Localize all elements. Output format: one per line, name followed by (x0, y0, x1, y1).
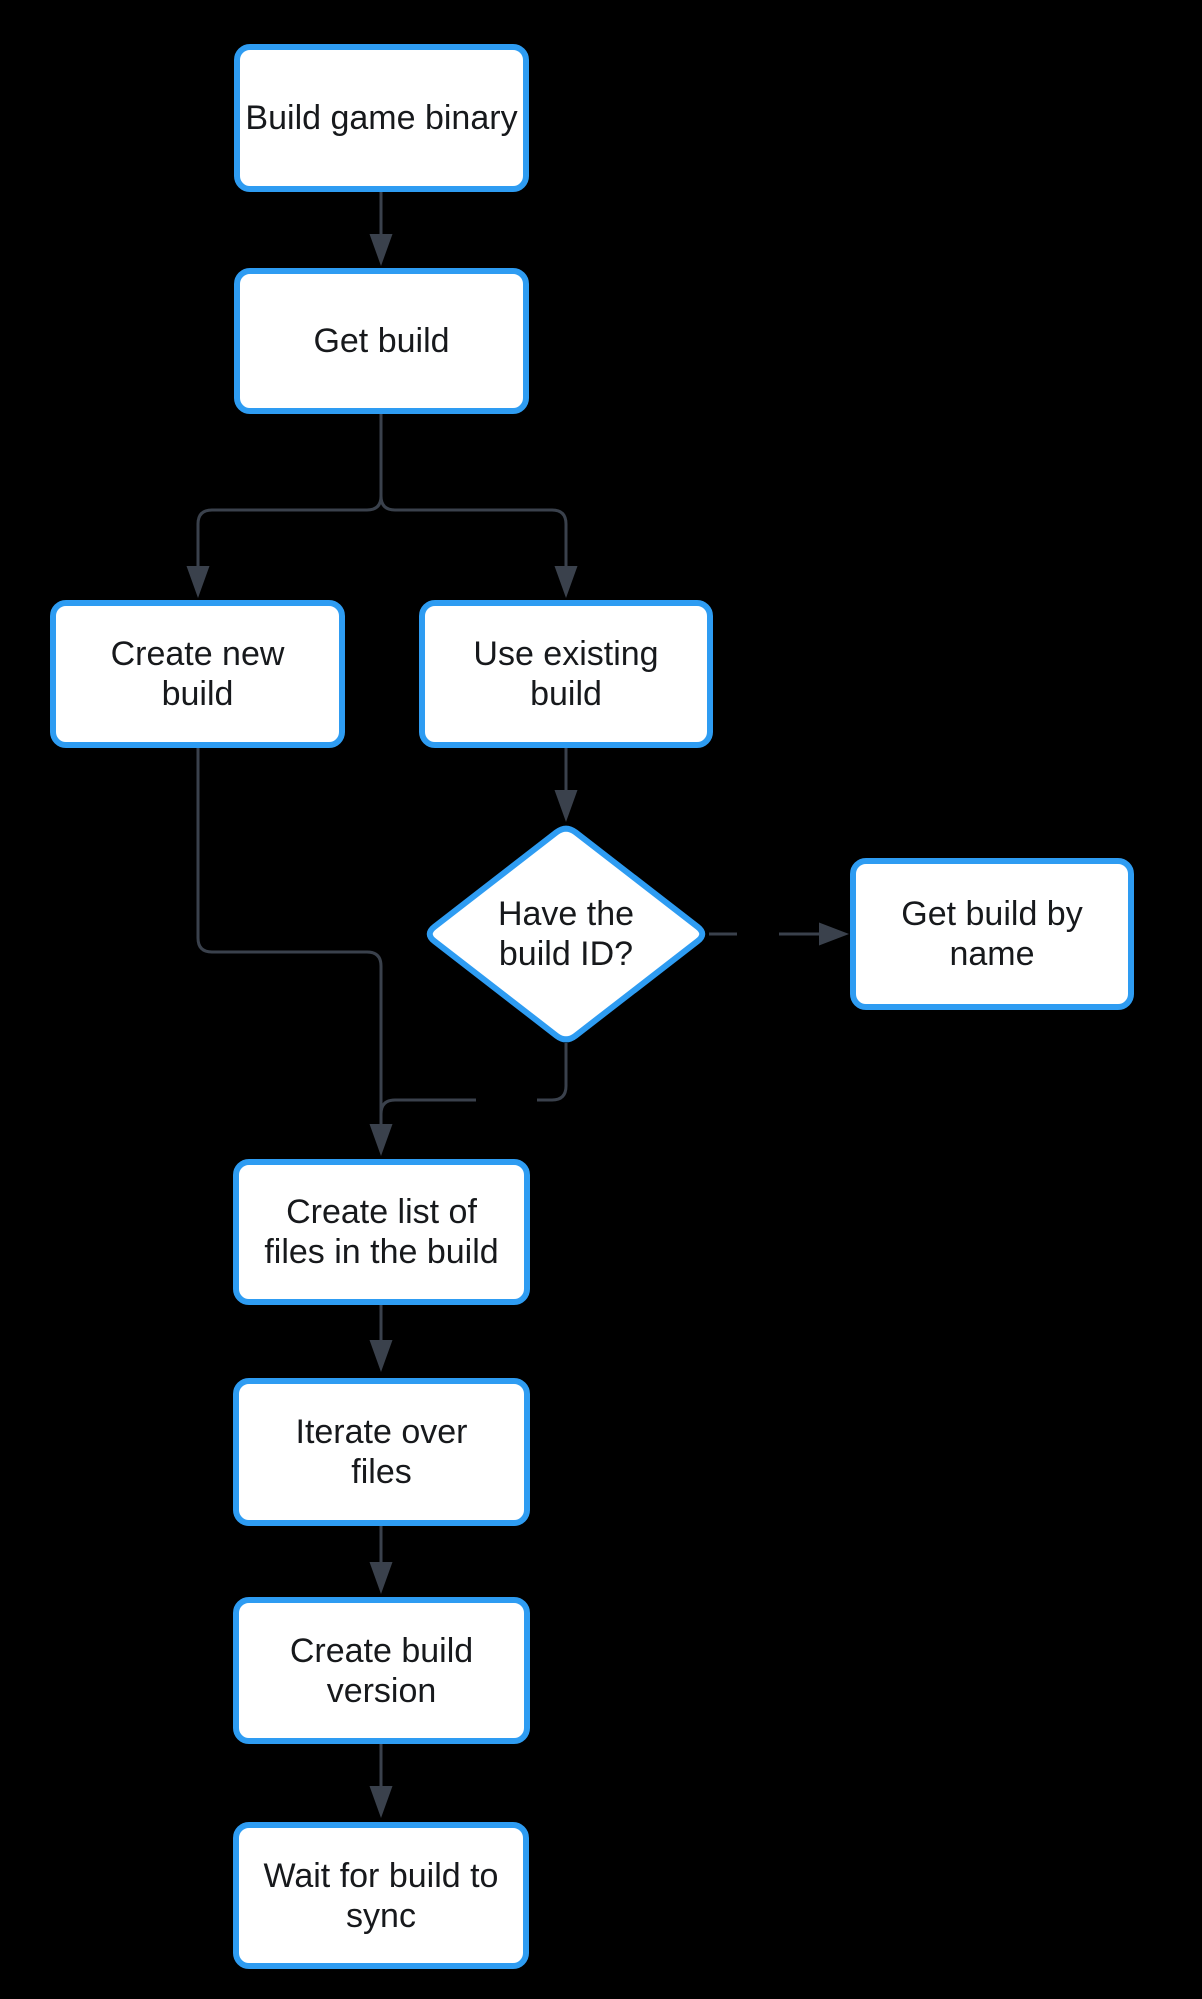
edge-get-build-to-use-existing-arrowhead (554, 566, 578, 598)
node-create-list-of-files: Create list of files in the build (233, 1159, 530, 1305)
edge-create-list-to-iterate-arrowhead (369, 1340, 393, 1372)
node-label: name (949, 935, 1035, 973)
node-create-new-build: Create new build (50, 600, 345, 748)
edge-get-build-to-use-existing-line (379, 414, 568, 568)
node-label: build (530, 675, 602, 713)
edge-build-binary-to-get-build-arrowhead (369, 234, 393, 266)
edge-create-new-to-create-list-arrowhead (369, 1124, 393, 1156)
edge-diamond-to-create-list-line-a (537, 1043, 568, 1102)
edge-diamond-to-get-by-name-arrowhead (819, 922, 849, 946)
edge-create-version-to-wait-sync-arrowhead (369, 1786, 393, 1818)
node-label: version (326, 1671, 437, 1710)
edge-create-new-to-create-list-line (196, 748, 383, 1126)
node-create-build-version: Create build version (233, 1597, 530, 1744)
node-label: build (161, 675, 234, 713)
node-label: files (351, 1453, 412, 1491)
node-iterate-over-files: Iterate over files (233, 1378, 530, 1526)
node-have-the-build-id-shape (426, 825, 706, 1043)
edge-use-existing-to-diamond-arrowhead (554, 790, 578, 822)
node-have-the-build-id: Have the build ID? (446, 874, 686, 994)
edge-get-build-to-create-new-line (196, 414, 383, 568)
node-get-build-by-name: Get build by name (850, 858, 1134, 1010)
node-label: Iterate over (295, 1413, 468, 1451)
node-label: Create list of (286, 1193, 477, 1231)
node-build-game-binary: Build game binary (234, 44, 529, 192)
node-label: files in the build (264, 1233, 499, 1271)
node-label: Create build (289, 1631, 474, 1670)
node-label: Wait for build to (263, 1856, 499, 1895)
node-label: build ID? (498, 935, 634, 973)
node-label: Create new (110, 635, 285, 673)
node-label: Have the (497, 895, 635, 933)
node-label: Use existing (473, 635, 659, 673)
edge-iterate-to-create-version-arrowhead (369, 1562, 393, 1594)
node-use-existing-build: Use existing build (419, 600, 713, 748)
node-label: Get build (313, 322, 450, 360)
node-get-build: Get build (234, 268, 529, 414)
node-wait-for-build-to-sync: Wait for build to sync (233, 1822, 529, 1969)
node-label: sync (346, 1896, 416, 1935)
edge-diamond-to-create-list-line-b (379, 1098, 476, 1115)
node-label: Get build by (901, 895, 1083, 933)
node-label: Build game binary (245, 99, 518, 137)
edge-get-build-to-create-new-arrowhead (186, 566, 210, 598)
